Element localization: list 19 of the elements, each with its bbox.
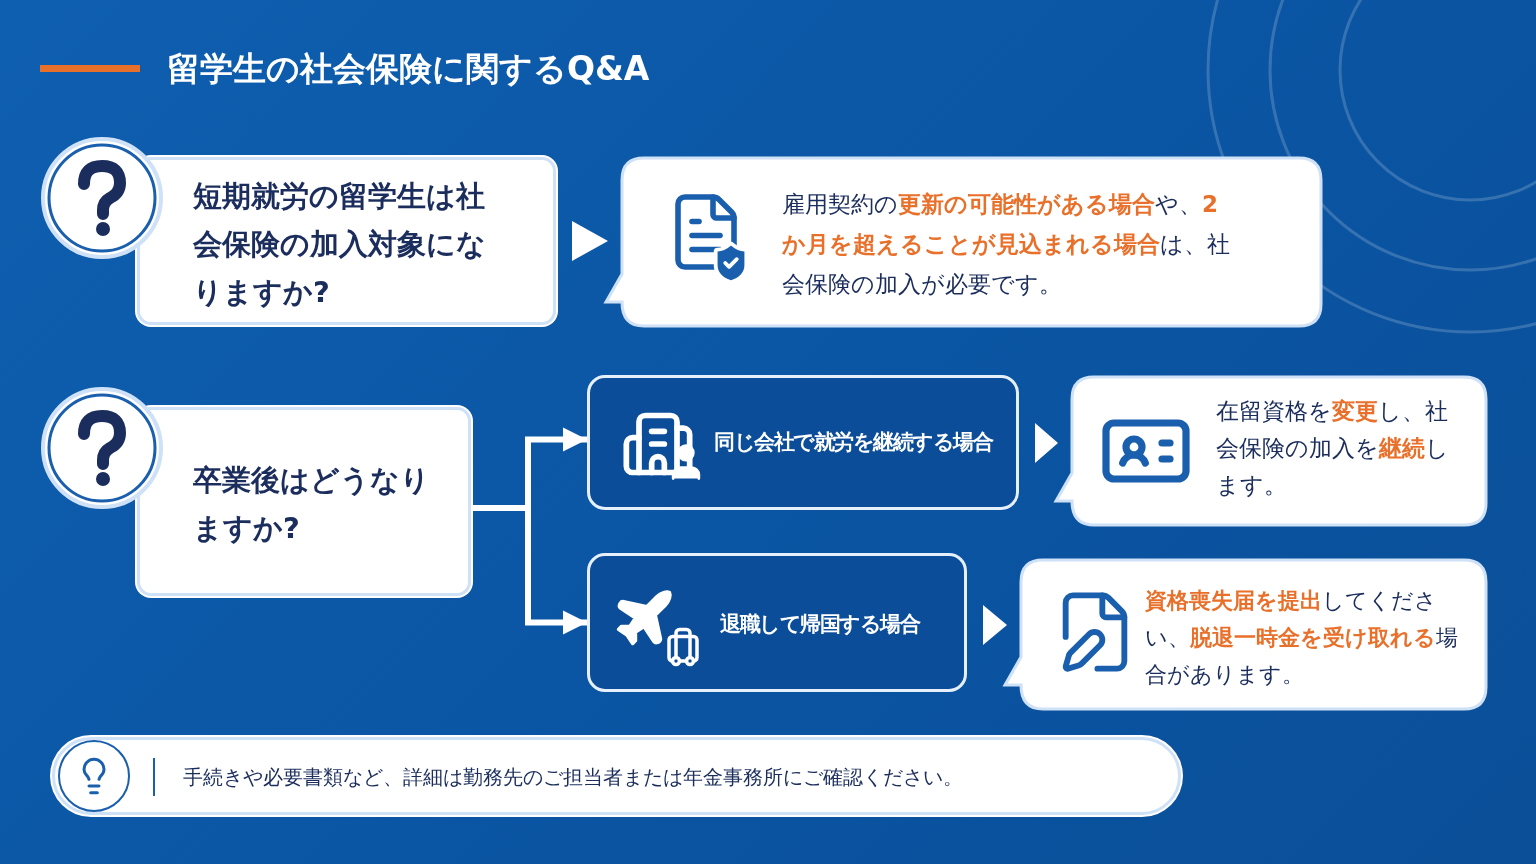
question-text: 短期就労の留学生は社会保険の加入対象になりますか?	[193, 178, 487, 311]
answer-speech-bubble	[1056, 375, 1488, 527]
arrow	[983, 605, 1007, 645]
case-text: 退職して帰国する場合	[720, 611, 919, 638]
answer-speech-bubble	[606, 156, 1323, 328]
case-box	[587, 375, 1019, 510]
answer-speech-bubble	[1005, 558, 1488, 711]
case-text: 同じ会社で就労を継続する場合	[714, 429, 992, 456]
title: 留学生の社会保険に関するQ&A	[167, 48, 650, 90]
question-text: 卒業後はどうなりますか?	[193, 462, 431, 547]
arrow	[572, 221, 608, 261]
case-box	[587, 553, 967, 692]
note-text: 手続きや必要書類など、詳細は勤務先のご担当者または年金事務所にご確認ください。	[183, 764, 963, 791]
arrow	[471, 505, 587, 635]
answer-text: 雇用契約の更新の可能性がある場合や、2か月を超えることが見込まれる場合は、社会保険の加入が必要です。	[782, 190, 1231, 299]
note-box	[52, 737, 1181, 815]
answer-text: 在留資格を変更し、社会保険の加入を継続します。	[1216, 397, 1450, 500]
arrow	[1035, 423, 1058, 463]
answer-text: 資格喪失届を提出してください、脱退一時金を受け取れる場合があります。	[1145, 587, 1459, 689]
